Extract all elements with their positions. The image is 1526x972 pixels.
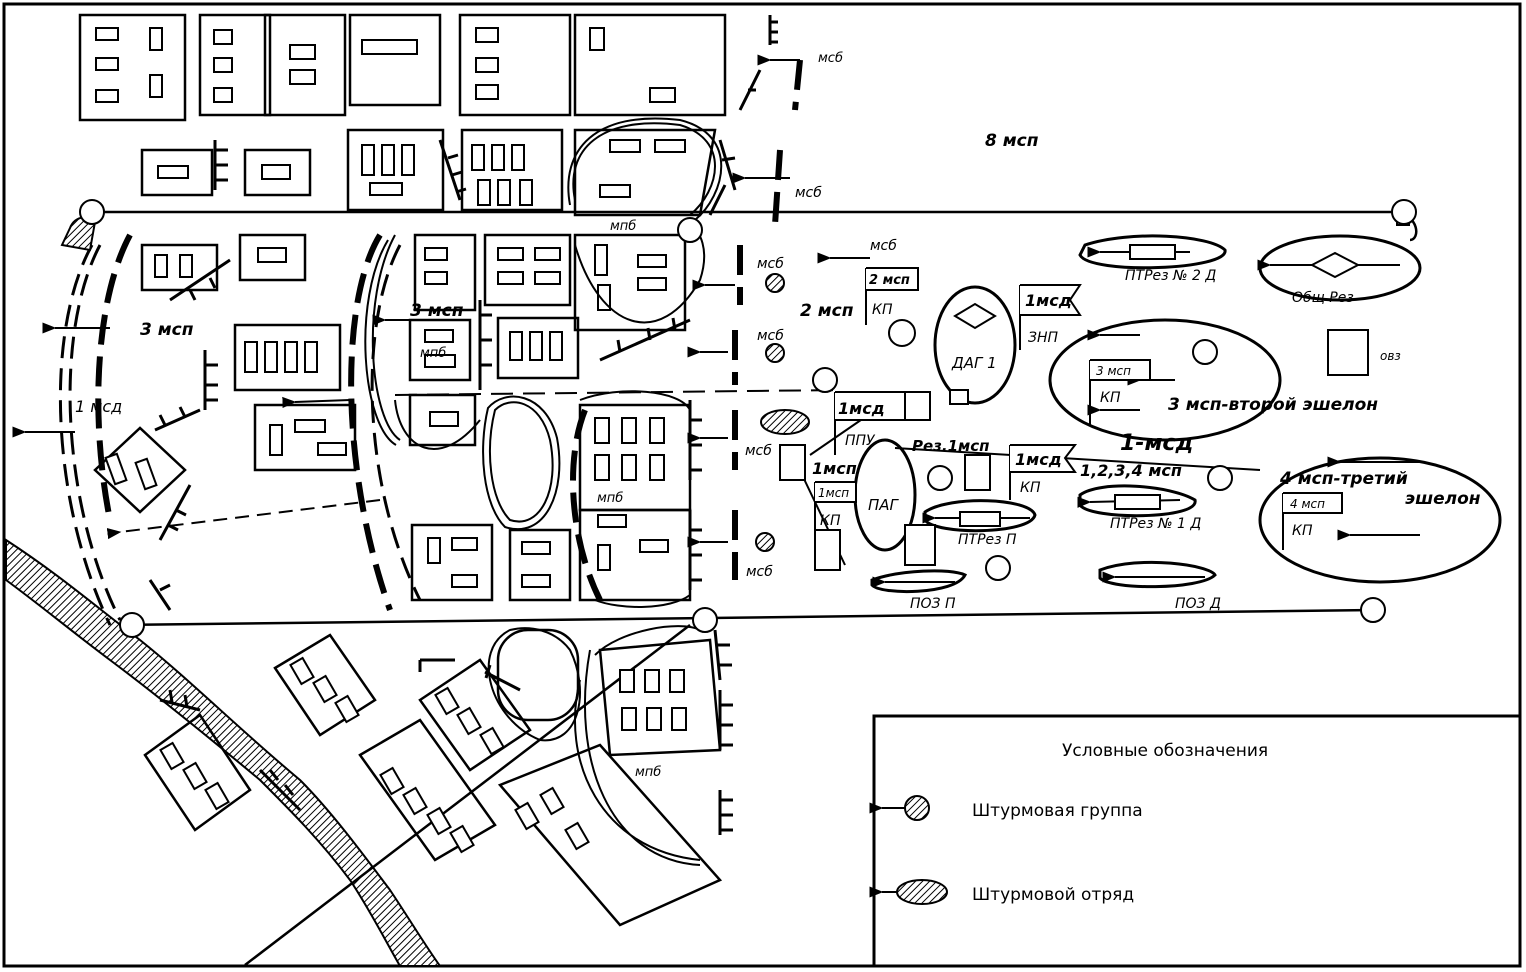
map-labels: 8 мсп 3 мсп 1 мсд 3 мсп 2 мсп мсб мсб мс… bbox=[75, 51, 1481, 780]
label-1msd-west: 1 мсд bbox=[75, 397, 122, 416]
assault-group-icon bbox=[904, 795, 930, 821]
legend: Условные обозначения Штурмовая группа Шт… bbox=[869, 714, 1522, 968]
rear-area-outlines bbox=[853, 234, 1502, 593]
label-dag1: ДАГ 1 bbox=[951, 354, 997, 372]
building-windows bbox=[95, 27, 1410, 854]
defensive-positions bbox=[148, 15, 778, 835]
assault-detachment-icon bbox=[896, 879, 948, 905]
label-4msp-third-a: 4 мсп-третий bbox=[1279, 469, 1408, 489]
label-msb-c1: мсб bbox=[757, 256, 784, 272]
label-3msp-second: 3 мсп-второй эшелон bbox=[1168, 395, 1378, 415]
flag-1msp-top: 1мсп bbox=[812, 459, 857, 478]
label-pag: ПАГ bbox=[868, 496, 900, 514]
label-msb-c3: мсб bbox=[745, 443, 772, 459]
roads bbox=[90, 210, 1418, 966]
flag-3msp-bottom: КП bbox=[1100, 390, 1121, 406]
flag-3msp-top: 3 мсп bbox=[1096, 364, 1131, 378]
flag-1msp-inner-top: 1мсп bbox=[818, 486, 849, 500]
label-mpb-top: мпб bbox=[610, 219, 636, 234]
assault-symbols bbox=[60, 216, 810, 552]
label-ptrez-p: ПТРез П bbox=[958, 532, 1017, 548]
flag-1msd-bottom: КП bbox=[1020, 480, 1041, 496]
label-mpb-south: мпб bbox=[635, 765, 661, 780]
flag-znp-top: 1мсд bbox=[1025, 291, 1072, 310]
label-msb-mid: мсб bbox=[795, 185, 822, 201]
flag-1msd-top: 1мсд bbox=[1015, 450, 1062, 469]
label-msb-c4: мсб bbox=[746, 564, 773, 580]
support-symbols bbox=[79, 199, 1417, 638]
label-poz-p: ПОЗ П bbox=[910, 596, 956, 612]
legend-item-assault-group: Штурмовая группа bbox=[972, 801, 1143, 821]
label-msb-arrow: мсб bbox=[870, 238, 897, 254]
flag-4msp-bottom: КП bbox=[1292, 523, 1313, 539]
label-msb-c2: мсб bbox=[757, 328, 784, 344]
label-8msp: 8 мсп bbox=[985, 131, 1039, 151]
legend-box bbox=[872, 714, 1522, 968]
label-msb-top: мсб bbox=[818, 51, 843, 66]
label-1msd-regiments: 1,2,3,4 мсп bbox=[1080, 461, 1182, 480]
flag-ppu-top: 1мсд bbox=[838, 399, 885, 418]
river bbox=[5, 538, 442, 967]
label-poz-d: ПОЗ Д bbox=[1175, 596, 1221, 612]
label-2msp: 2 мсп bbox=[800, 301, 854, 321]
label-ovz: овз bbox=[1380, 349, 1401, 363]
label-obshrez: Общ Рез bbox=[1292, 290, 1354, 306]
label-ppu: ППУ bbox=[845, 433, 876, 449]
label-ptrez1: ПТРез № 1 Д bbox=[1110, 516, 1201, 532]
legend-title: Условные обозначения bbox=[1062, 741, 1268, 761]
label-1msd-big: 1-мсд bbox=[1120, 431, 1193, 456]
label-ptrez2: ПТРез № 2 Д bbox=[1125, 268, 1216, 284]
legend-item-assault-detachment: Штурмовой отряд bbox=[972, 885, 1134, 905]
attack-arrows bbox=[12, 54, 1420, 548]
unit-outlines bbox=[364, 117, 723, 866]
label-mpb-center: мпб bbox=[420, 346, 446, 361]
label-3msp-center: 3 мсп bbox=[410, 301, 464, 321]
command-flags bbox=[779, 267, 1369, 571]
outer-boundary bbox=[58, 244, 422, 626]
flag-4msp-top: 4 мсп bbox=[1290, 497, 1325, 511]
city-blocks bbox=[78, 13, 727, 927]
front-lines bbox=[95, 59, 803, 612]
label-mpb-lower: мпб bbox=[597, 491, 623, 506]
flag-2msp-bottom: КП bbox=[872, 302, 893, 318]
label-rez-1msp: Рез.1мсп bbox=[912, 437, 990, 455]
flag-1msp-inner-bottom: КП bbox=[820, 513, 841, 529]
label-3msp-west: 3 мсп bbox=[140, 320, 194, 340]
label-4msp-third-b: эшелон bbox=[1405, 489, 1481, 509]
flag-znp-bottom: ЗНП bbox=[1028, 330, 1059, 346]
flag-2msp-top: 2 мсп bbox=[869, 273, 910, 288]
